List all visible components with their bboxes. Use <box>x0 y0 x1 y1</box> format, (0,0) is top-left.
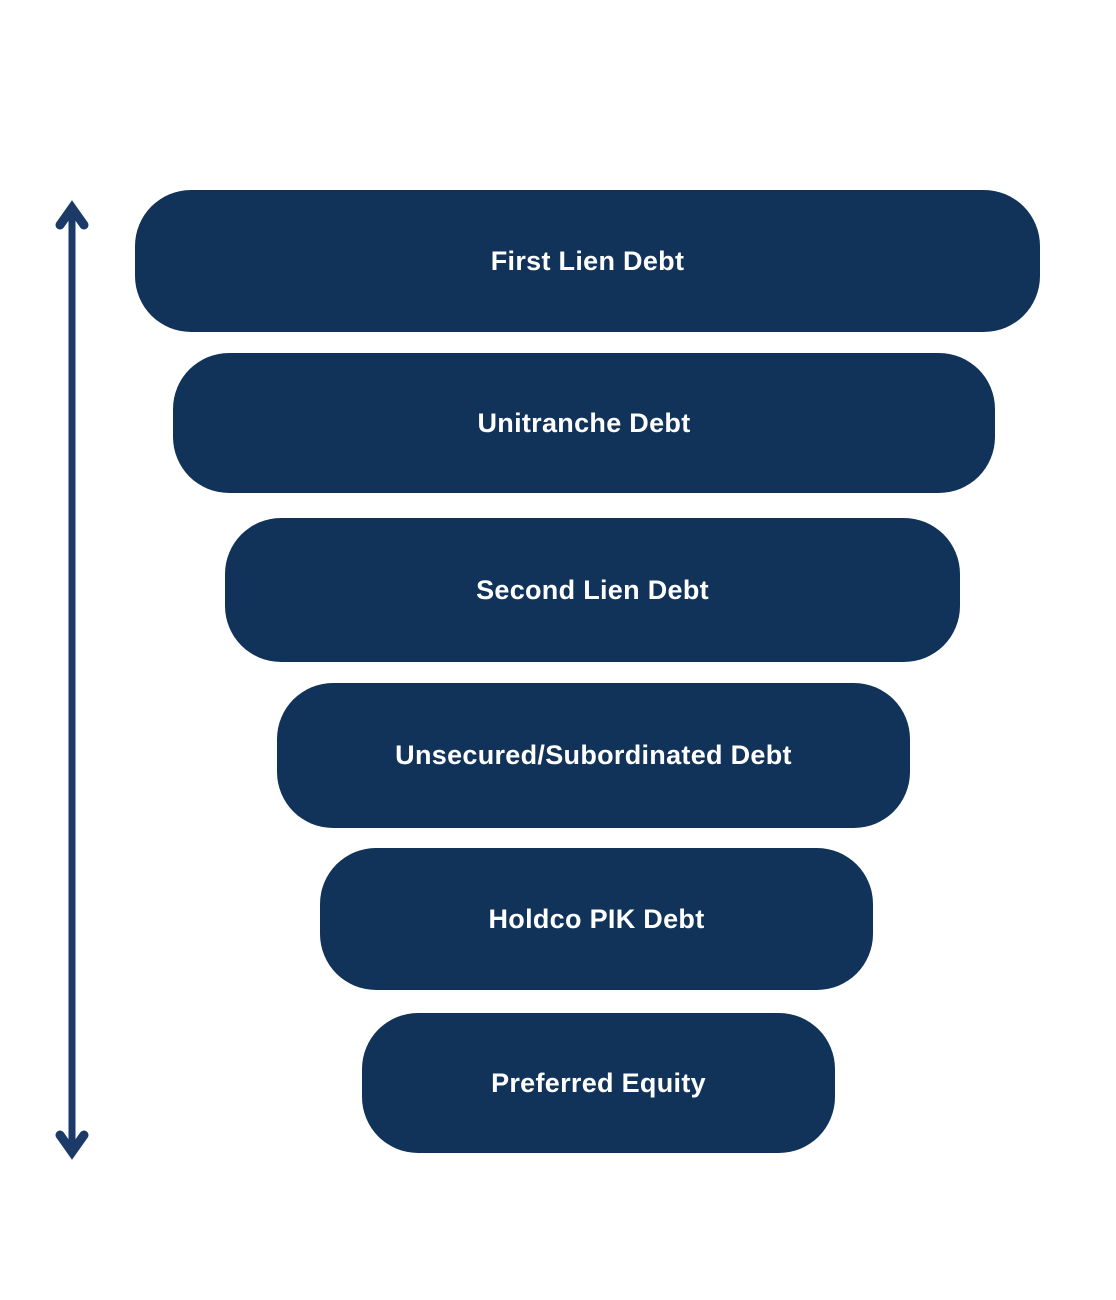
funnel-level-label: First Lien Debt <box>490 245 685 276</box>
funnel-level-label: Unitranche Debt <box>477 407 691 438</box>
funnel-level-unsecured-subordinated-debt: Unsecured/Subordinated Debt <box>277 683 910 828</box>
funnel-level-unitranche-debt: Unitranche Debt <box>173 353 995 493</box>
funnel-level-holdco-pik-debt: Holdco PIK Debt <box>320 848 873 990</box>
funnel-level-label: Preferred Equity <box>491 1067 706 1098</box>
vertical-double-arrow-icon <box>55 200 89 1160</box>
funnel-level-label: Holdco PIK Debt <box>488 903 705 934</box>
funnel-level-label: Unsecured/Subordinated Debt <box>395 740 792 770</box>
funnel-level-first-lien-debt: First Lien Debt <box>135 190 1040 332</box>
funnel-level-second-lien-debt: Second Lien Debt <box>225 518 960 662</box>
funnel-level-preferred-equity: Preferred Equity <box>362 1013 835 1153</box>
funnel-level-label: Second Lien Debt <box>476 574 709 605</box>
